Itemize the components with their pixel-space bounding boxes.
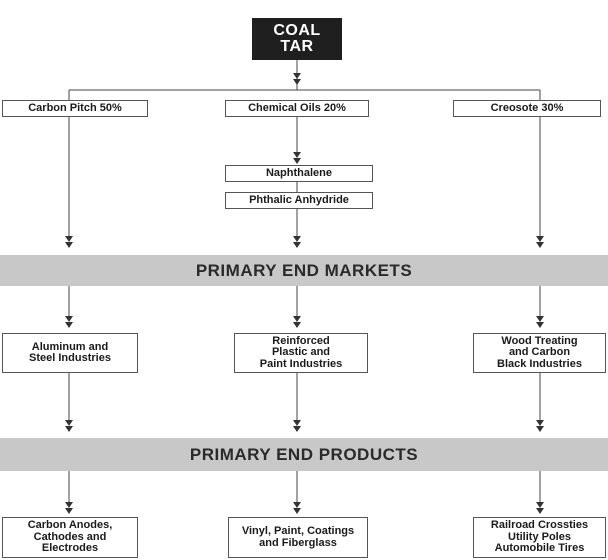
market-line: Plastic and — [271, 346, 331, 359]
band-title: PRIMARY END PRODUCTS — [189, 444, 419, 464]
band-title: PRIMARY END MARKETS — [195, 260, 413, 280]
product-carbon-anodes: Carbon Anodes, Cathodes and Electrodes — [2, 517, 138, 558]
derivative-naphthalene: Naphthalene — [225, 165, 373, 182]
fraction-creosote: Creosote 30% — [453, 100, 601, 117]
band-primary-end-markets: PRIMARY END MARKETS — [0, 255, 608, 286]
market-line: Paint Industries — [259, 357, 343, 370]
market-line: Steel Industries — [29, 352, 111, 364]
derivative-label: Naphthalene — [265, 166, 332, 179]
fraction-chemical-oils: Chemical Oils 20% — [225, 100, 369, 117]
coal-tar-root-node: COAL TAR — [252, 18, 342, 60]
band-primary-end-products: PRIMARY END PRODUCTS — [0, 438, 608, 471]
fraction-label: Creosote 30% — [490, 101, 564, 114]
root-line-1: COAL — [273, 22, 321, 39]
derivative-label: Phthalic Anhydride — [249, 193, 349, 206]
product-line: Utility Poles — [508, 530, 571, 543]
fraction-carbon-pitch: Carbon Pitch 50% — [2, 100, 148, 117]
product-vinyl-paint: Vinyl, Paint, Coatings and Fiberglass — [228, 517, 368, 558]
product-line: and Fiberglass — [259, 536, 337, 549]
market-line: Black Industries — [497, 357, 582, 370]
derivative-phthalic-anhydride: Phthalic Anhydride — [225, 192, 373, 209]
product-line: Automobile Tires — [494, 542, 585, 555]
root-line-2: TAR — [280, 38, 314, 55]
market-aluminum-steel: Aluminum and Steel Industries — [2, 333, 138, 373]
product-line: Railroad Crossties — [490, 519, 589, 532]
product-line: Electrodes — [41, 542, 99, 555]
product-railroad-crossties: Railroad Crossties Utility Poles Automob… — [473, 517, 606, 558]
market-wood-carbon-black: Wood Treating and Carbon Black Industrie… — [473, 333, 606, 373]
fraction-label: Chemical Oils 20% — [248, 101, 346, 114]
market-line: and Carbon — [508, 346, 571, 359]
market-line: Wood Treating — [501, 334, 578, 347]
product-line: Vinyl, Paint, Coatings — [241, 525, 355, 537]
market-plastic-paint: Reinforced Plastic and Paint Industries — [234, 333, 368, 373]
fraction-label: Carbon Pitch 50% — [28, 101, 122, 114]
market-line: Reinforced — [272, 334, 330, 347]
product-line: Carbon Anodes, — [27, 519, 113, 532]
market-line: Aluminum and — [31, 340, 109, 353]
product-line: Cathodes and — [33, 530, 107, 543]
